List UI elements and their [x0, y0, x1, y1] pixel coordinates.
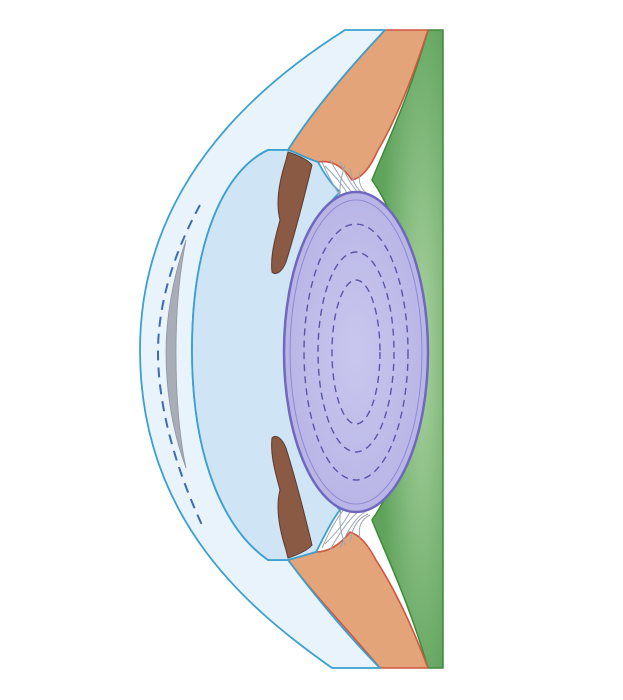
lens	[282, 190, 430, 514]
lens-capsule-inner	[289, 199, 423, 505]
lens-nucleus-rings	[303, 223, 409, 481]
corneal-inner-layer	[156, 204, 203, 526]
iris-bottom	[271, 435, 313, 559]
iris-top	[271, 151, 313, 275]
lens-ring-1	[303, 223, 409, 481]
lens-ring-2	[317, 251, 395, 453]
corneal-epithelium	[165, 239, 187, 469]
lens-ring-3	[331, 279, 381, 425]
